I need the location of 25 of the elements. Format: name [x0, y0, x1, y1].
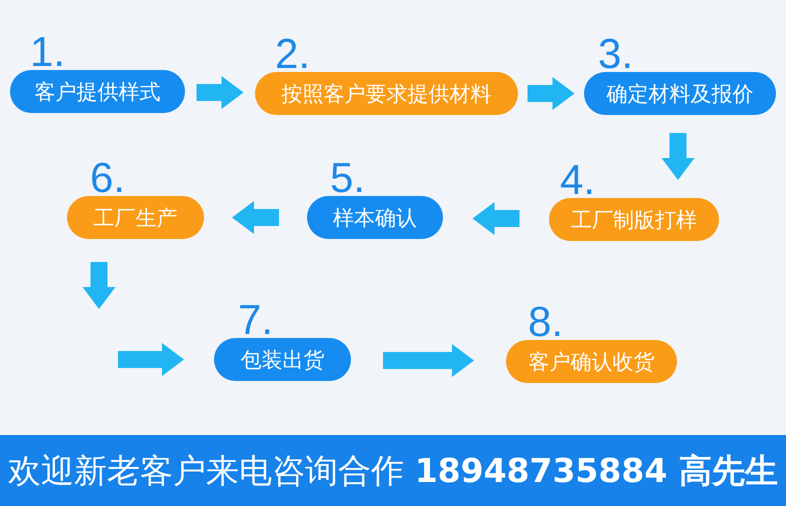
process-step: 样本确认	[307, 196, 443, 239]
process-step: 客户确认收货	[506, 340, 677, 383]
step-number: 5.	[330, 157, 366, 199]
arrow	[232, 201, 279, 234]
process-step: 包装出货	[214, 338, 351, 381]
step-number: 8.	[528, 301, 564, 343]
step-number: 6.	[90, 157, 126, 199]
arrow	[383, 344, 474, 377]
arrow	[82, 262, 116, 309]
contact-banner: 欢迎新老客户来电咨询合作 18948735884 高先生	[0, 435, 786, 506]
process-step: 工厂生产	[67, 196, 204, 239]
step-number: 1.	[30, 31, 66, 73]
arrow	[118, 343, 184, 376]
step-number: 7.	[238, 299, 274, 341]
process-step: 确定材料及报价	[584, 72, 776, 115]
arrow	[472, 202, 520, 235]
process-step: 工厂制版打样	[549, 198, 719, 241]
arrow	[528, 77, 574, 110]
process-step: 客户提供样式	[10, 70, 185, 113]
arrow	[196, 76, 244, 109]
step-number: 4.	[560, 159, 596, 201]
process-step: 按照客户要求提供材料	[255, 72, 518, 115]
step-number: 3.	[598, 33, 634, 75]
step-number: 2.	[275, 33, 310, 75]
arrow	[662, 133, 694, 180]
